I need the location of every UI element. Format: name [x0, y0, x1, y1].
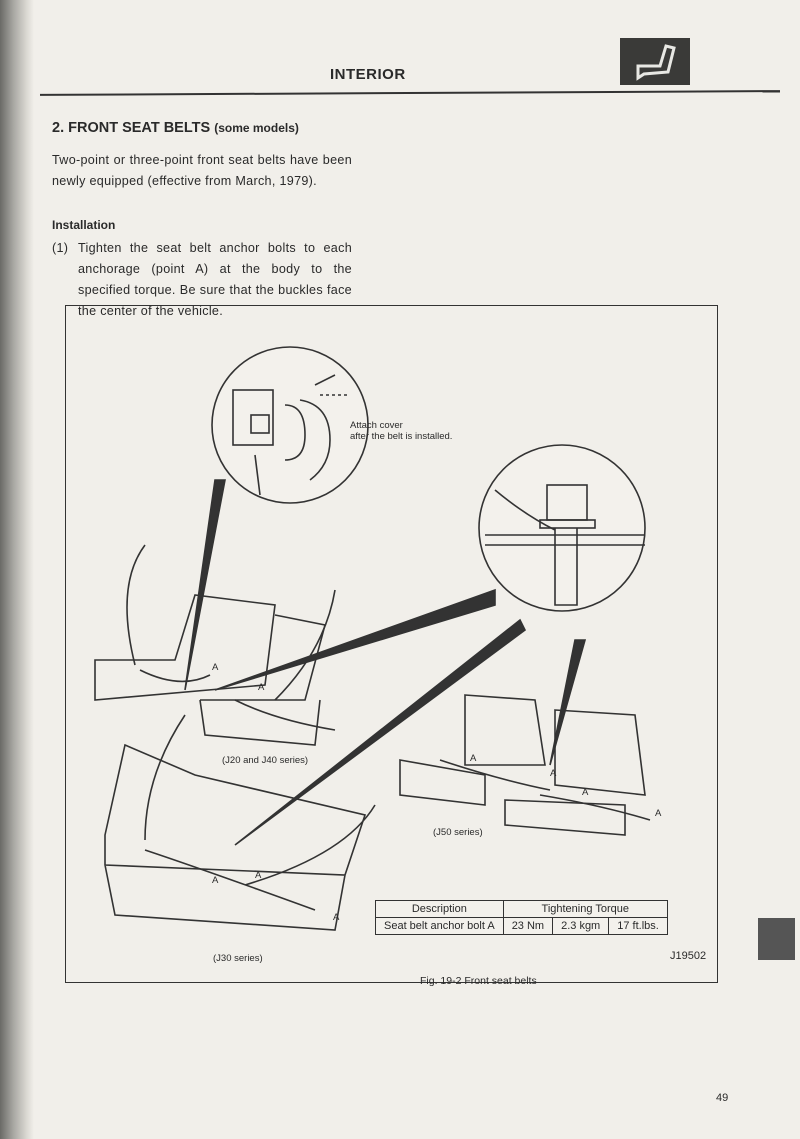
- header-rule: [39, 90, 781, 96]
- section-header: INTERIOR: [330, 66, 406, 83]
- point-a-label: A: [582, 787, 589, 798]
- table-cell: 23 Nm: [502, 917, 554, 935]
- torque-table: Description Tightening Torque Seat belt …: [375, 900, 668, 935]
- point-a-label: A: [258, 682, 265, 693]
- page-binding-shadow: [0, 0, 34, 1139]
- callout-text: Attach cover after the belt is installed…: [350, 420, 452, 442]
- page-number: 49: [716, 1092, 729, 1104]
- point-a-label: A: [333, 912, 340, 923]
- figure-code: J19502: [670, 950, 707, 962]
- series-label-j20-j40: (J20 and J40 series): [222, 755, 309, 766]
- table-header: Description: [375, 900, 504, 918]
- heading-qualifier: (some models): [214, 121, 299, 135]
- series-label-j50: (J50 series): [433, 827, 483, 838]
- leader-line: [214, 588, 496, 691]
- point-a-label: A: [212, 662, 219, 673]
- step-text: Tighten the seat belt anchor bolts to ea…: [78, 241, 352, 318]
- callout-line-2: after the belt is installed.: [350, 431, 453, 442]
- table-row: Seat belt anchor bolt A 23 Nm 2.3 kgm 17…: [375, 917, 668, 935]
- table-cell: 2.3 kgm: [552, 917, 610, 935]
- table-header-row: Description Tightening Torque: [375, 900, 668, 918]
- heading-number: 2.: [52, 120, 65, 136]
- table-cell: 17 ft.lbs.: [608, 917, 668, 935]
- installation-heading: Installation: [52, 218, 116, 232]
- figure-frame: [65, 305, 718, 983]
- intro-paragraph: Two-point or three-point front seat belt…: [52, 153, 352, 188]
- heading-title: FRONT SEAT BELTS: [68, 120, 211, 136]
- step-number: (1): [52, 241, 69, 255]
- table-header: Tightening Torque: [502, 900, 668, 918]
- point-a-label: A: [212, 875, 219, 886]
- point-a-label: A: [655, 808, 662, 819]
- seat-icon: [620, 38, 690, 85]
- leader-line: [234, 618, 527, 846]
- section-heading: 2. FRONT SEAT BELTS (some models): [52, 120, 299, 136]
- point-a-label: A: [470, 753, 477, 764]
- series-label-j30: (J30 series): [213, 953, 263, 964]
- leader-line: [549, 639, 587, 766]
- figure-caption: Fig. 19-2 Front seat belts: [420, 975, 537, 987]
- point-a-label: A: [255, 870, 262, 881]
- point-a-label: A: [550, 768, 557, 779]
- table-cell: Seat belt anchor bolt A: [375, 917, 504, 935]
- callout-line-1: Attach cover: [350, 420, 403, 431]
- leader-line: [184, 479, 226, 691]
- detail-circle-cover: [211, 346, 369, 504]
- installation-step: (1) Tighten the seat belt anchor bolts t…: [52, 238, 352, 322]
- seat-belt-illustration: [94, 346, 651, 931]
- section-thumb-tab: [758, 918, 795, 960]
